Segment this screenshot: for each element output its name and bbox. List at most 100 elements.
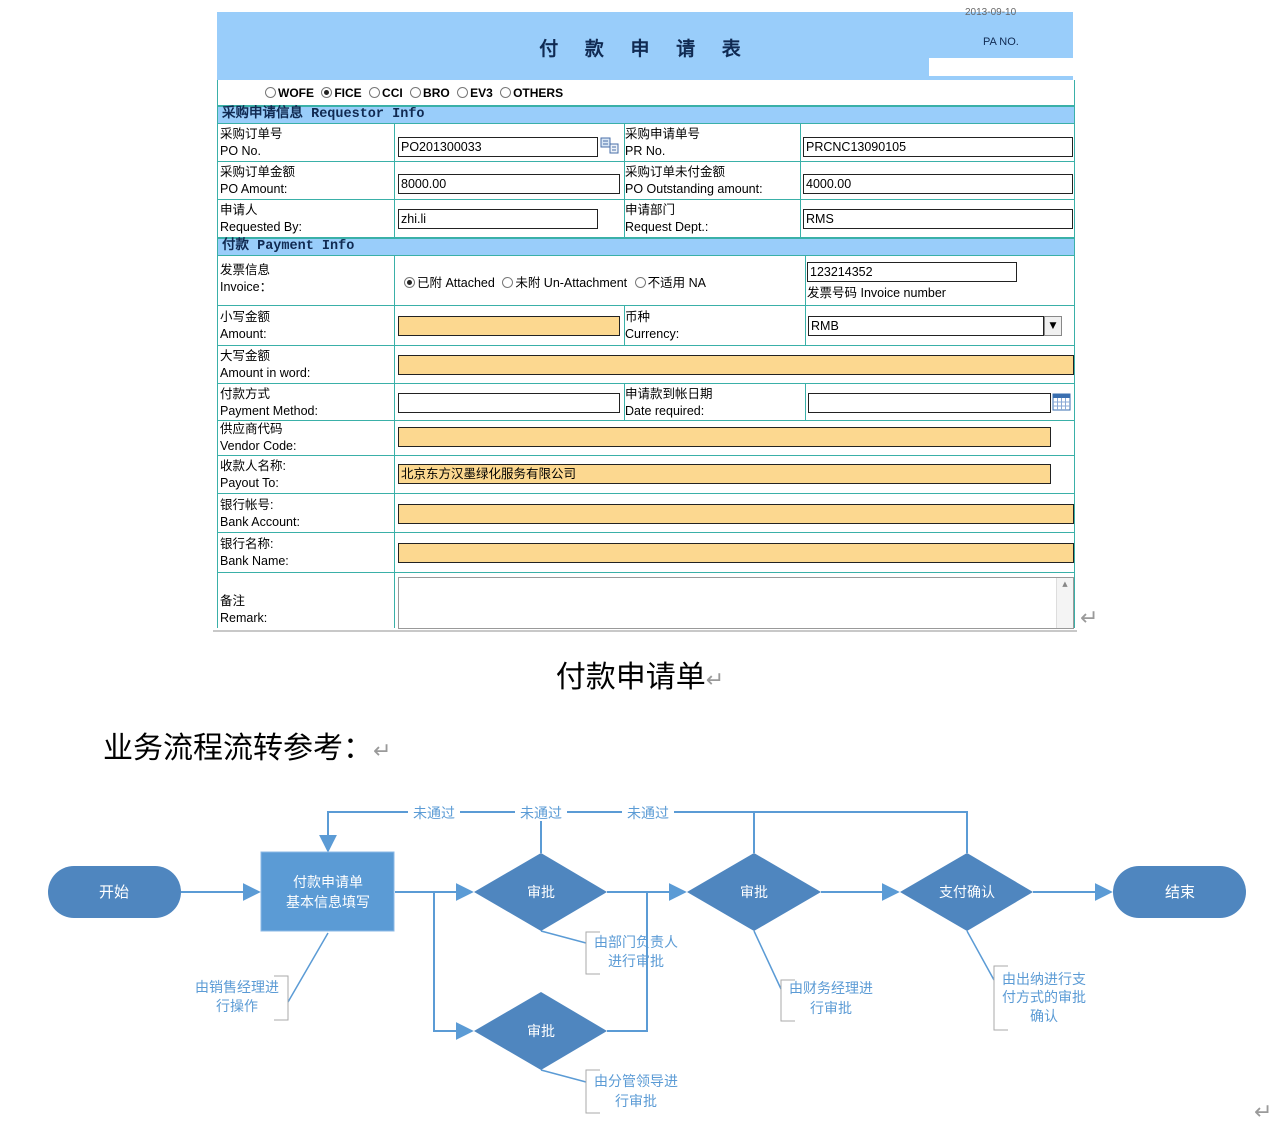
radio-invoice-na[interactable]: 不适用 NA [631,276,706,290]
payment-confirm-node: 支付确认 [900,853,1033,931]
payment-section-header: 付款 Payment Info [217,238,1075,256]
svg-text:开始: 开始 [99,883,129,901]
figure-caption: 付款申请单↵ [555,660,725,695]
bank-account-input[interactable] [398,504,1074,524]
calendar-icon[interactable] [1052,392,1072,412]
note-cashier-1: 由出纳进行支 [1002,972,1086,988]
paragraph-mark: ↵ [373,739,392,764]
request-dept-input[interactable]: RMS [803,209,1073,229]
finance-approval-node: 审批 [687,853,821,931]
svg-text:基本信息填写: 基本信息填写 [286,894,370,911]
payout-row: 收款人名称:Payout To: 北京东方汉墨绿化服务有限公司 [217,456,1075,494]
note-branch-2: 行审批 [615,1094,657,1110]
radio-icon [265,87,276,98]
payout-input[interactable]: 北京东方汉墨绿化服务有限公司 [398,464,1051,484]
form-header: 2013-09-10 付 款 申 请 表 PA NO. [217,7,1073,80]
po-outstanding-input[interactable]: 4000.00 [803,174,1073,194]
note-dept-1: 由部门负责人 [594,935,678,951]
svg-text:付款申请单: 付款申请单 [293,875,363,891]
note-sales-2: 行操作 [216,999,258,1015]
reject-label-1: 未通过 [413,806,455,822]
radio-icon [634,277,646,288]
svg-text:支付确认: 支付确认 [939,885,995,901]
pr-no-input[interactable]: PRCNC13090105 [803,137,1073,157]
currency-select[interactable]: RMB [808,316,1044,336]
scroll-up-icon[interactable]: ▲ [1062,580,1068,588]
svg-text:审批: 审批 [527,885,555,901]
bank-account-label: 银行帐号:Bank Account: [220,498,300,529]
process-flowchart: 未通过 未通过 未通过 开始 付款申请单 基本信息填写 审批 审批 审批 支付确… [48,803,1246,1114]
requestor-section-header: 采购申请信息 Requestor Info [217,106,1075,124]
invoice-number-input[interactable]: 123214352 [807,262,1017,282]
pa-no-label: PA NO. [983,36,1019,48]
date-required-input[interactable] [808,393,1051,413]
radio-wofe[interactable]: WOFE [261,86,314,100]
svg-text:审批: 审批 [740,885,768,901]
reference-heading: 业务流程流转参考：↵ [103,731,392,766]
remark-scrollbar[interactable]: ▲ [1056,578,1073,628]
company-type-radio-group: WOFE FICE CCI BRO EV3 OTHERS [217,80,1075,106]
radio-ev3[interactable]: EV3 [453,86,493,100]
note-branch-1: 由分管领导进 [594,1074,678,1090]
invoice-radio-group: 已附 Attached 未附 Un-Attachment 不适用 NA [400,275,706,292]
paragraph-mark: ↵ [1080,606,1099,631]
reject-label-3: 未通过 [627,806,669,822]
reject-label-2: 未通过 [520,806,562,822]
radio-icon [500,87,512,98]
vendor-code-input[interactable] [398,427,1051,447]
po-lookup-icon[interactable] [600,136,620,156]
remark-textarea[interactable] [398,577,1074,629]
radio-others[interactable]: OTHERS [496,86,563,100]
payment-method-input[interactable] [398,393,620,413]
radio-selected-icon [404,277,415,288]
payout-label: 收款人名称:Payout To: [220,459,286,490]
radio-icon [410,87,422,98]
radio-invoice-attached[interactable]: 已附 Attached [400,276,495,290]
note-dept-2: 进行审批 [608,954,664,970]
radio-invoice-unattached[interactable]: 未附 Un-Attachment [498,276,627,290]
bank-name-label: 银行名称:Bank Name: [220,537,289,568]
form-title: 付 款 申 请 表 [539,38,751,60]
paragraph-mark: ↵ [1254,1100,1273,1125]
po-amount-input[interactable]: 8000.00 [398,174,620,194]
note-finance-2: 行审批 [810,1001,852,1017]
radio-bro[interactable]: BRO [406,86,450,100]
amount-input[interactable] [398,316,620,336]
note-cashier-3: 确认 [1030,1009,1058,1025]
svg-text:审批: 审批 [527,1024,555,1040]
radio-cci[interactable]: CCI [365,86,403,100]
po-no-input[interactable]: PO201300033 [398,137,598,157]
svg-text:结束: 结束 [1165,883,1195,901]
radio-icon [502,277,514,288]
bank-name-input[interactable] [398,543,1074,563]
bank-name-row: 银行名称:Bank Name: [217,533,1075,573]
header-date: 2013-09-10 [965,7,1017,18]
radio-icon [369,87,381,98]
amount-word-input[interactable] [398,355,1074,375]
dept-approval-node: 审批 [474,853,607,931]
paragraph-mark: ↵ [705,668,725,693]
chevron-down-icon[interactable]: ▼ [1044,316,1062,336]
radio-fice[interactable]: FICE [317,86,362,100]
requested-by-input[interactable]: zhi.li [398,209,598,229]
radio-icon [457,87,469,98]
pa-no-input[interactable] [929,58,1073,76]
